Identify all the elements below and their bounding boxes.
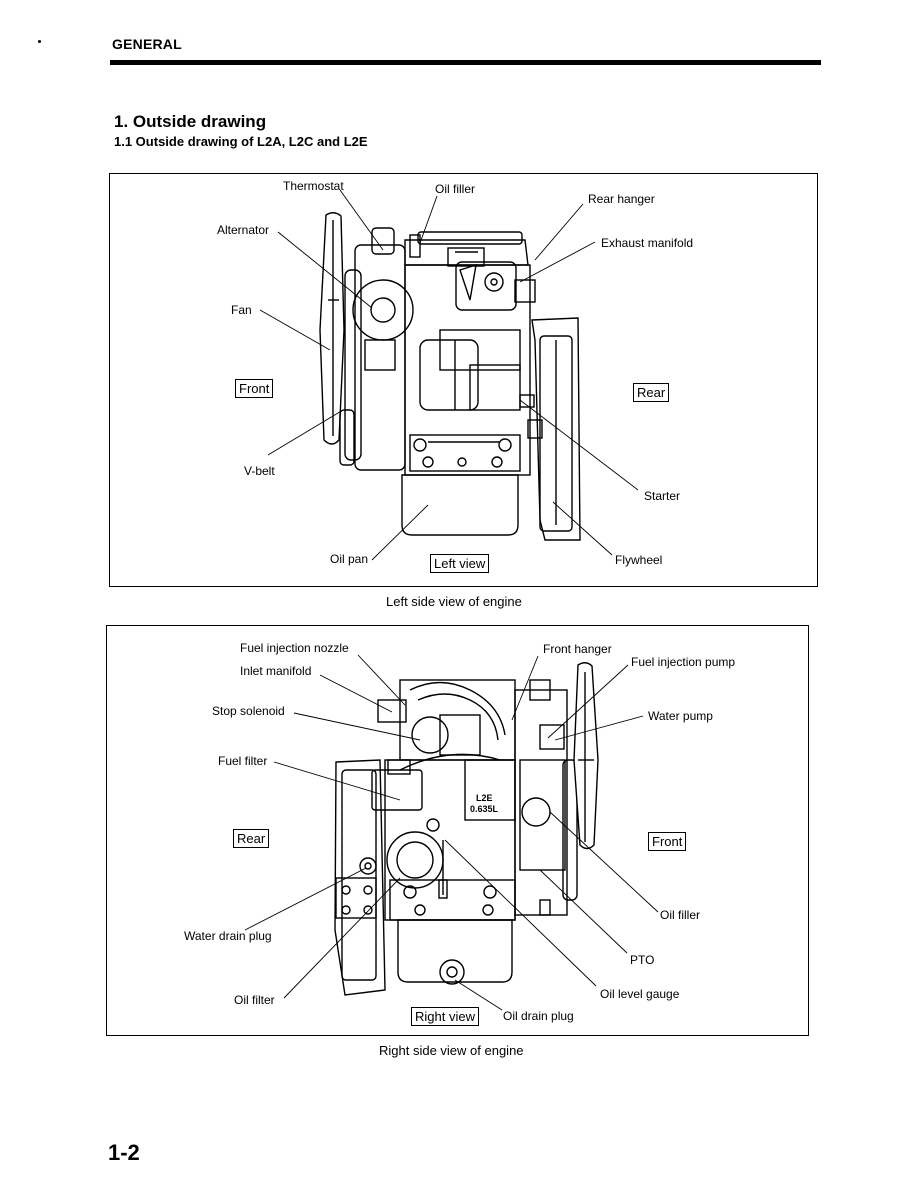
label-oil-level-gauge: Oil level gauge — [600, 987, 680, 1001]
page-subtitle: 1.1 Outside drawing of L2A, L2C and L2E — [114, 134, 368, 149]
label-stop-solenoid: Stop solenoid — [212, 704, 285, 718]
label-fan: Fan — [231, 303, 252, 317]
label-left-view: Left view — [430, 554, 490, 573]
label-oil-pan: Oil pan — [330, 552, 369, 566]
label-inlet-manifold: Inlet manifold — [240, 664, 312, 678]
left-view-caption: Left side view of engine — [386, 594, 522, 609]
label-rear-right: Rear — [233, 829, 270, 848]
margin-dot — [38, 40, 41, 43]
label-front: Front — [235, 379, 274, 398]
header-rule — [110, 60, 821, 65]
label-front-right: Front — [648, 832, 687, 851]
label-oil-filter: Oil filter — [234, 993, 275, 1007]
label-v-belt: V-belt — [244, 464, 275, 478]
label-oil-drain-plug: Oil drain plug — [503, 1009, 574, 1023]
label-pto: PTO — [630, 953, 655, 967]
page-number: 1-2 — [108, 1140, 140, 1165]
label-fuel-filter: Fuel filter — [218, 754, 268, 768]
section-header: GENERAL — [112, 36, 182, 52]
label-front-hanger: Front hanger — [543, 642, 612, 656]
label-right-view: Right view — [411, 1007, 479, 1026]
label-fuel-injection-nozzle: Fuel injection nozzle — [240, 641, 349, 655]
label-water-pump: Water pump — [648, 709, 713, 723]
label-thermostat: Thermostat — [283, 179, 344, 193]
engine-displacement-text: 0.635L — [470, 804, 499, 814]
label-alternator: Alternator — [217, 223, 270, 237]
right-view-caption: Right side view of engine — [379, 1043, 524, 1058]
label-fuel-injection-pump: Fuel injection pump — [631, 655, 736, 669]
label-exhaust-manifold: Exhaust manifold — [601, 236, 694, 250]
label-rear-hanger: Rear hanger — [588, 192, 655, 206]
label-water-drain-plug: Water drain plug — [184, 929, 272, 943]
label-oil-filler: Oil filler — [435, 182, 476, 196]
page-title: 1. Outside drawing — [114, 112, 267, 131]
left-view-frame — [109, 173, 818, 587]
label-starter: Starter — [644, 489, 681, 503]
label-oil-filler-right: Oil filler — [660, 908, 701, 922]
label-rear: Rear — [633, 383, 670, 402]
label-flywheel: Flywheel — [615, 553, 663, 567]
right-view-frame — [106, 625, 809, 1036]
engine-model-text: L2E — [476, 793, 493, 803]
